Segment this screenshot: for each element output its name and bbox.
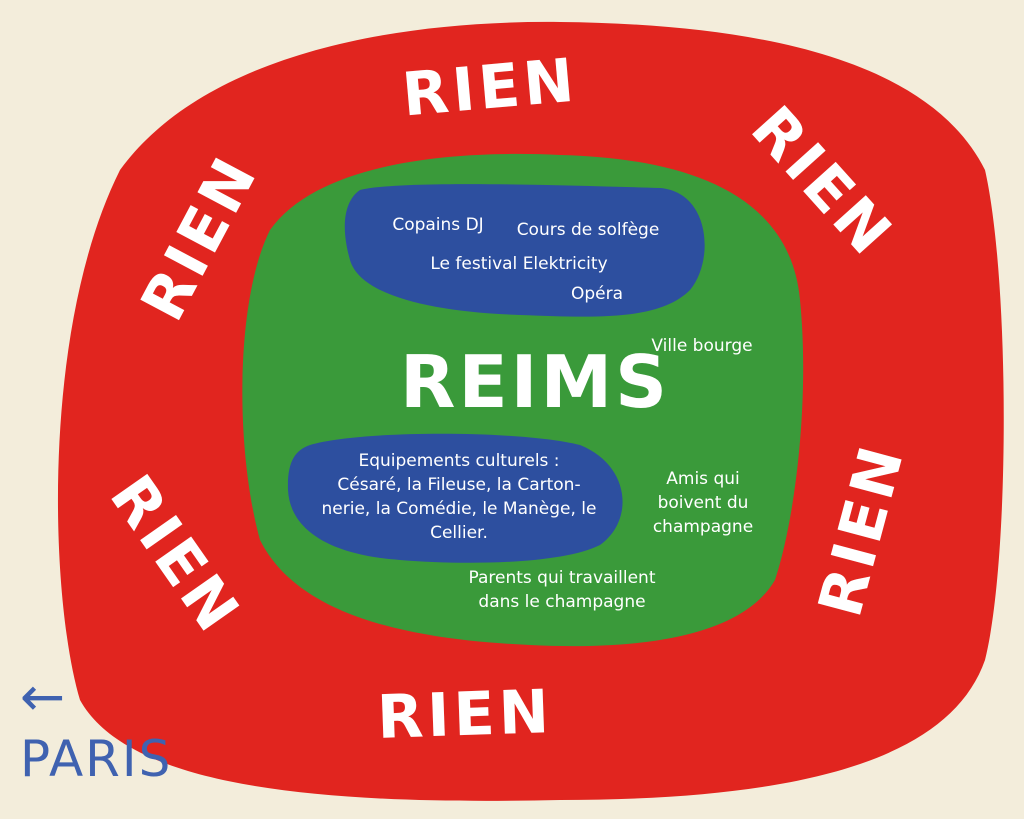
cultural-line: nerie, la Comédie, le Manège, le [321, 499, 597, 519]
top-item-cours-solfege: Cours de solfège [516, 220, 660, 240]
cultural-line: Equipements culturels : [358, 451, 560, 471]
arrow-left-icon: ← [20, 665, 66, 728]
note-line: boivent du [657, 493, 749, 513]
cultural-equipment-text: Equipements culturels : Césaré, la Fileu… [322, 449, 597, 545]
bottom-blue-blob [287, 433, 623, 563]
top-item-copains-dj: Copains DJ [392, 215, 484, 235]
note-amis: Amis qui boivent du champagne [653, 467, 753, 539]
note-line: champagne [652, 517, 754, 537]
reims-title: REIMS [400, 340, 670, 424]
note-line: Parents qui travaillent [468, 568, 656, 588]
note-line: dans le champagne [478, 592, 646, 612]
top-blue-blob [344, 184, 705, 317]
note-line: Amis qui [666, 469, 740, 489]
top-item-festival: Le festival Elektricity [430, 254, 608, 274]
note-ville-bourge: Ville bourge [651, 336, 753, 356]
cultural-line: Césaré, la Fileuse, la Carton- [337, 475, 581, 495]
cultural-line: Cellier. [430, 523, 488, 543]
top-item-opera: Opéra [570, 284, 624, 304]
rien-label-bottom: RIEN [375, 676, 555, 754]
paris-label: PARIS [20, 730, 173, 788]
note-parents: Parents qui travaillent dans le champagn… [469, 566, 656, 614]
